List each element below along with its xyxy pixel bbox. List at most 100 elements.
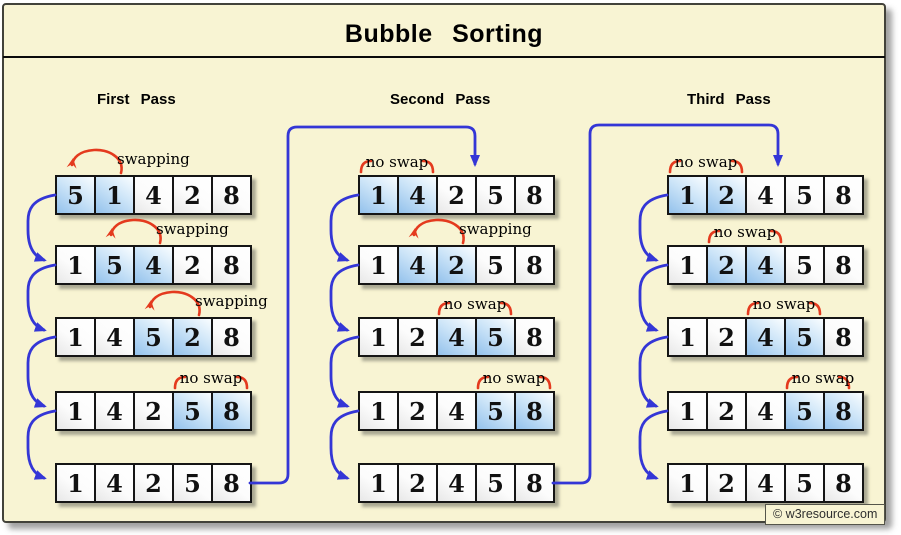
page-title: Bubble Sorting (344, 20, 544, 48)
array-row: 1 2 4 5 8 (667, 463, 864, 503)
array-cell: 4 (436, 463, 477, 503)
array-row: 1 4 2 5 8 (358, 245, 555, 285)
array-cell: 4 (745, 463, 786, 503)
action-label-swapping: swapping (459, 220, 532, 238)
action-label-no-swap: no swap (482, 369, 546, 387)
array-cell: 4 (133, 245, 174, 285)
array-cell: 2 (133, 391, 174, 431)
array-cell: 8 (823, 391, 864, 431)
action-label-no-swap: no swap (674, 153, 738, 171)
action-label-no-swap: no swap (752, 295, 816, 313)
array-cell: 4 (397, 175, 438, 215)
array-cell: 5 (784, 175, 825, 215)
array-cell: 8 (514, 391, 555, 431)
pass-header-third: Third Pass (687, 91, 771, 108)
array-cell: 8 (514, 175, 555, 215)
array-row: 1 4 5 2 8 (55, 317, 252, 357)
array-cell: 2 (436, 175, 477, 215)
array-row: 1 4 2 5 8 (55, 463, 252, 503)
array-cell: 2 (436, 245, 477, 285)
pass-header-first: First Pass (97, 91, 176, 108)
array-row: 1 2 4 5 8 (358, 463, 555, 503)
array-cell: 8 (823, 463, 864, 503)
action-label-swapping: swapping (156, 220, 229, 238)
array-cell: 5 (784, 391, 825, 431)
array-row: 1 2 4 5 8 (358, 391, 555, 431)
array-row: 1 2 4 5 8 (667, 175, 864, 215)
array-cell: 5 (475, 391, 516, 431)
array-cell: 5 (94, 245, 135, 285)
array-cell: 8 (514, 245, 555, 285)
array-cell: 8 (211, 317, 252, 357)
array-cell: 4 (94, 391, 135, 431)
array-cell: 2 (706, 463, 747, 503)
array-cell: 8 (211, 245, 252, 285)
array-row: 1 2 4 5 8 (667, 317, 864, 357)
array-cell: 2 (133, 463, 174, 503)
array-cell: 4 (94, 463, 135, 503)
array-cell: 8 (514, 317, 555, 357)
array-cell: 4 (94, 317, 135, 357)
array-cell: 8 (823, 317, 864, 357)
array-cell: 1 (667, 175, 708, 215)
action-label-no-swap: no swap (365, 153, 429, 171)
array-cell: 1 (667, 463, 708, 503)
array-cell: 4 (745, 175, 786, 215)
array-cell: 2 (172, 175, 213, 215)
array-row: 1 4 2 5 8 (358, 175, 555, 215)
array-cell: 8 (823, 245, 864, 285)
array-cell: 2 (706, 391, 747, 431)
array-row: 1 2 4 5 8 (667, 391, 864, 431)
array-cell: 1 (667, 317, 708, 357)
array-cell: 8 (514, 463, 555, 503)
array-row: 1 5 4 2 8 (55, 245, 252, 285)
array-cell: 1 (55, 463, 96, 503)
array-cell: 1 (358, 175, 399, 215)
array-cell: 5 (784, 463, 825, 503)
array-cell: 5 (475, 317, 516, 357)
array-cell: 1 (55, 245, 96, 285)
array-cell: 5 (475, 463, 516, 503)
array-cell: 5 (172, 463, 213, 503)
action-label-no-swap: no swap (179, 369, 243, 387)
array-cell: 2 (706, 317, 747, 357)
array-row: 1 4 2 5 8 (55, 391, 252, 431)
array-cell: 4 (436, 317, 477, 357)
array-cell: 2 (706, 175, 747, 215)
array-cell: 5 (55, 175, 96, 215)
array-cell: 2 (397, 391, 438, 431)
array-cell: 1 (94, 175, 135, 215)
pass-header-second: Second Pass (390, 91, 491, 108)
action-label-no-swap: no swap (791, 369, 855, 387)
array-cell: 1 (358, 317, 399, 357)
array-cell: 1 (358, 245, 399, 285)
array-cell: 5 (784, 245, 825, 285)
action-label-swapping: swapping (117, 150, 190, 168)
watermark: © w3resource.com (765, 504, 886, 525)
array-cell: 2 (172, 317, 213, 357)
array-cell: 5 (475, 175, 516, 215)
array-cell: 1 (667, 391, 708, 431)
array-cell: 4 (745, 245, 786, 285)
action-label-no-swap: no swap (713, 223, 777, 241)
array-cell: 5 (784, 317, 825, 357)
array-cell: 1 (358, 391, 399, 431)
array-cell: 2 (172, 245, 213, 285)
array-cell: 2 (706, 245, 747, 285)
array-cell: 8 (211, 463, 252, 503)
array-cell: 1 (667, 245, 708, 285)
array-cell: 1 (358, 463, 399, 503)
array-row: 5 1 4 2 8 (55, 175, 252, 215)
array-cell: 5 (475, 245, 516, 285)
array-cell: 8 (211, 175, 252, 215)
array-cell: 4 (745, 317, 786, 357)
array-cell: 4 (436, 391, 477, 431)
title-divider (3, 56, 885, 58)
array-cell: 1 (55, 391, 96, 431)
array-cell: 1 (55, 317, 96, 357)
array-cell: 5 (172, 391, 213, 431)
array-cell: 8 (211, 391, 252, 431)
array-cell: 4 (397, 245, 438, 285)
array-cell: 4 (133, 175, 174, 215)
